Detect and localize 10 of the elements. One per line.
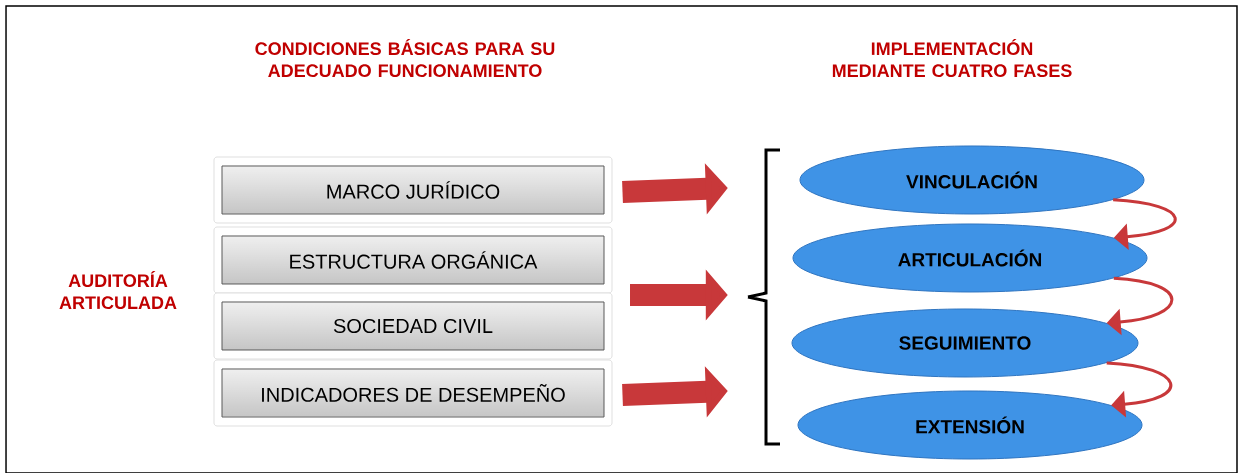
condition-box: SOCIEDAD CIVIL	[213, 292, 613, 360]
condition-box: ESTRUCTURA ORGÁNICA	[213, 226, 613, 294]
condition-box: MARCO JURÍDICO	[213, 156, 613, 224]
curved-arrow	[1113, 198, 1177, 251]
heading: IMPLEMENTACIÓN MEDIANTE CUATRO FASES	[832, 38, 1072, 78]
heading: AUDITORÍA ARTICULADA	[59, 270, 177, 310]
condition-box: INDICADORES DE DESEMPEÑO	[213, 359, 613, 427]
heading: CONDICIONES BÁSICAS PARA SU ADECUADO FUNCIONAMIENTO	[255, 38, 555, 78]
curly-bracket	[746, 148, 782, 446]
curved-arrow	[1106, 361, 1172, 418]
